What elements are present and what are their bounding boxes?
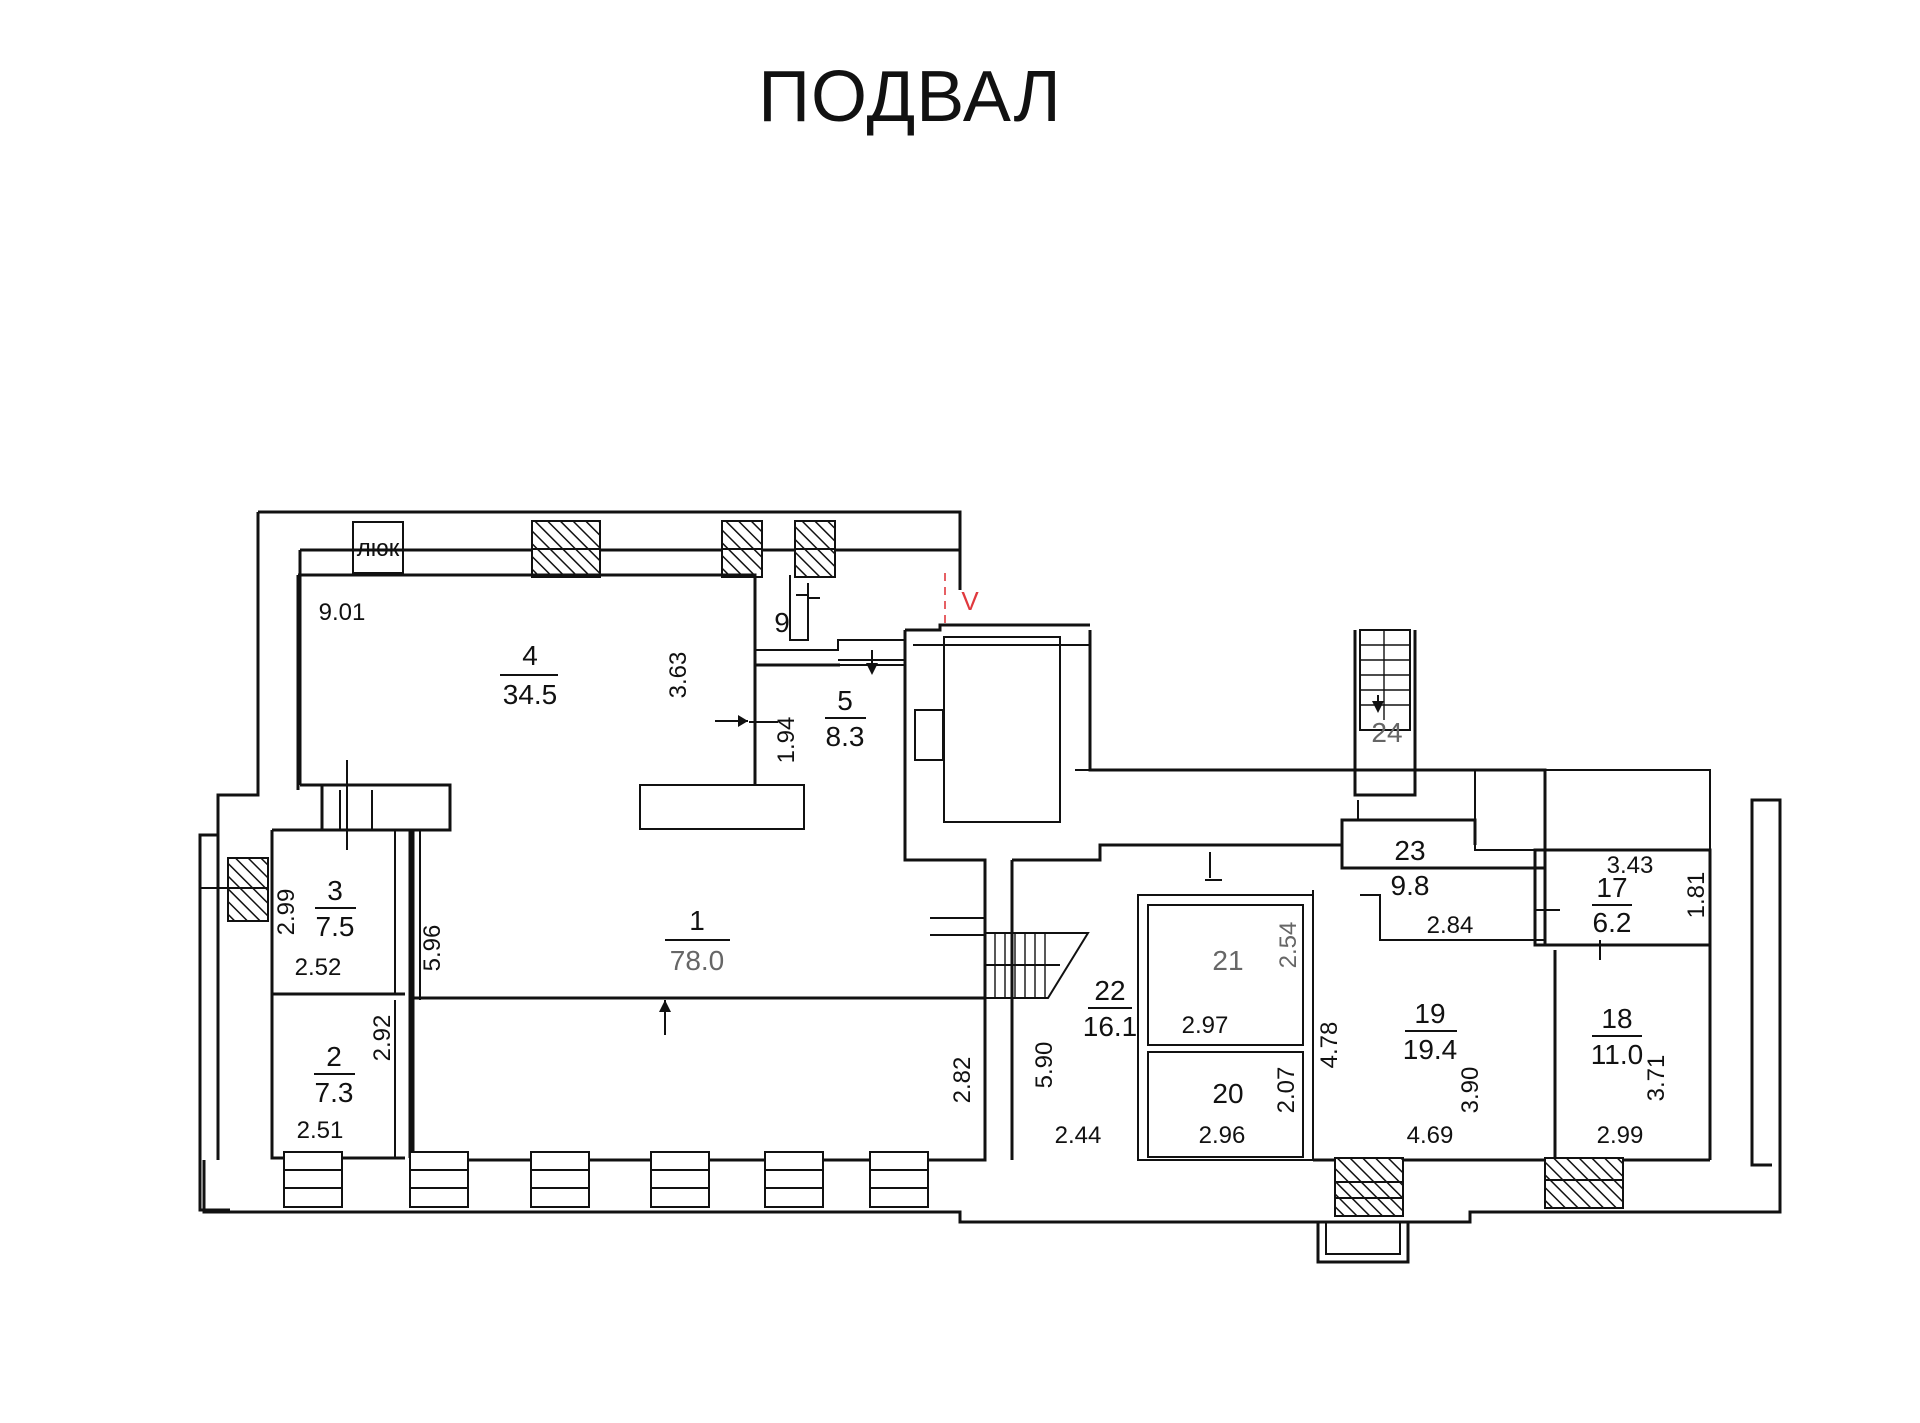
dim-label: 5.90 bbox=[1031, 1042, 1058, 1089]
dimensions: 9.01 3.63 1.94 2.99 2.52 5.96 2.92 2.51 … bbox=[273, 599, 1710, 1149]
room-4: 4 34.5 bbox=[500, 640, 558, 710]
partition-block bbox=[639, 784, 805, 830]
room-3: 3 7.5 bbox=[315, 875, 356, 942]
room-area: 16.1 bbox=[1083, 1011, 1138, 1042]
dim-label: 9.01 bbox=[319, 599, 366, 626]
room-23: 23 9.8 bbox=[1390, 835, 1432, 901]
room-number: 18 bbox=[1601, 1003, 1632, 1034]
page-title: ПОДВАЛ bbox=[758, 57, 1062, 137]
room-area: 7.5 bbox=[316, 911, 355, 942]
room-area: 8.3 bbox=[826, 721, 865, 752]
room-number: 3 bbox=[327, 875, 343, 906]
dim-label: 2.51 bbox=[297, 1117, 344, 1144]
room-2: 2 7.3 bbox=[314, 1041, 355, 1108]
room-number: 19 bbox=[1414, 998, 1445, 1029]
hatched-column bbox=[1544, 1157, 1624, 1209]
room-1: 1 78.0 bbox=[665, 905, 730, 976]
room-22: 22 16.1 bbox=[1083, 975, 1138, 1042]
hatched-column bbox=[1334, 1157, 1404, 1217]
dim-label: 4.69 bbox=[1407, 1122, 1454, 1149]
room-number: 17 bbox=[1596, 872, 1627, 903]
room-number: 22 bbox=[1094, 975, 1125, 1006]
dim-label: 3.71 bbox=[1643, 1055, 1670, 1102]
hatch-label: люк bbox=[357, 535, 400, 562]
room-17: 17 6.2 bbox=[1592, 872, 1632, 938]
room-20 bbox=[1147, 1051, 1304, 1158]
room-area: 11.0 bbox=[1591, 1039, 1643, 1070]
room-number: 2 bbox=[326, 1041, 342, 1072]
room-18: 18 11.0 bbox=[1591, 1003, 1643, 1070]
room-9-number: 9 bbox=[774, 607, 790, 638]
dim-label: 2.82 bbox=[949, 1057, 976, 1104]
room-area: 9.8 bbox=[1391, 870, 1430, 901]
room-area: 78.0 bbox=[670, 945, 725, 976]
dim-label: 2.97 bbox=[1182, 1012, 1229, 1039]
dim-label: 2.99 bbox=[1597, 1122, 1644, 1149]
hatched-column bbox=[227, 857, 269, 922]
dim-label: 1.94 bbox=[773, 717, 800, 764]
dim-label: 4.78 bbox=[1316, 1022, 1343, 1069]
room-21 bbox=[1147, 904, 1304, 1046]
tank-block bbox=[943, 636, 1061, 823]
door-arrows bbox=[659, 650, 1384, 1035]
room-number: 5 bbox=[837, 685, 853, 716]
dim-label: 3.63 bbox=[665, 652, 692, 699]
outer-walls bbox=[198, 510, 1782, 1224]
hatch-box bbox=[352, 521, 404, 574]
dim-label: 2.96 bbox=[1199, 1122, 1246, 1149]
dim-label: 2.84 bbox=[1427, 912, 1474, 939]
dim-label: 2.52 bbox=[295, 954, 342, 981]
dim-label: 5.96 bbox=[419, 925, 446, 972]
room-20-number: 20 bbox=[1212, 1078, 1243, 1109]
room-area: 19.4 bbox=[1403, 1034, 1458, 1065]
room-21-number: 21 bbox=[1212, 945, 1243, 976]
dim-label: 2.07 bbox=[1273, 1067, 1300, 1114]
dim-label: 2.99 bbox=[273, 889, 300, 936]
room-area: 6.2 bbox=[1593, 907, 1632, 938]
dim-label: 1.81 bbox=[1683, 872, 1710, 919]
dim-label: 3.90 bbox=[1457, 1067, 1484, 1114]
dim-label: 2.54 bbox=[1275, 922, 1302, 969]
room-24-number: 24 bbox=[1371, 717, 1402, 748]
room-number: 23 bbox=[1394, 835, 1425, 866]
bottom-windows bbox=[283, 1151, 929, 1208]
dim-label: 3.43 bbox=[1607, 852, 1654, 879]
axis-mark-v: V bbox=[961, 586, 979, 616]
room-number: 4 bbox=[522, 640, 538, 671]
room-5: 5 8.3 bbox=[825, 685, 866, 752]
dim-label: 2.92 bbox=[369, 1015, 396, 1062]
room-number: 1 bbox=[689, 905, 705, 936]
utility-block bbox=[1474, 769, 1711, 851]
room-area: 7.3 bbox=[315, 1077, 354, 1108]
room-area: 34.5 bbox=[503, 679, 558, 710]
dim-label: 2.44 bbox=[1055, 1122, 1102, 1149]
room-19: 19 19.4 bbox=[1403, 998, 1458, 1065]
